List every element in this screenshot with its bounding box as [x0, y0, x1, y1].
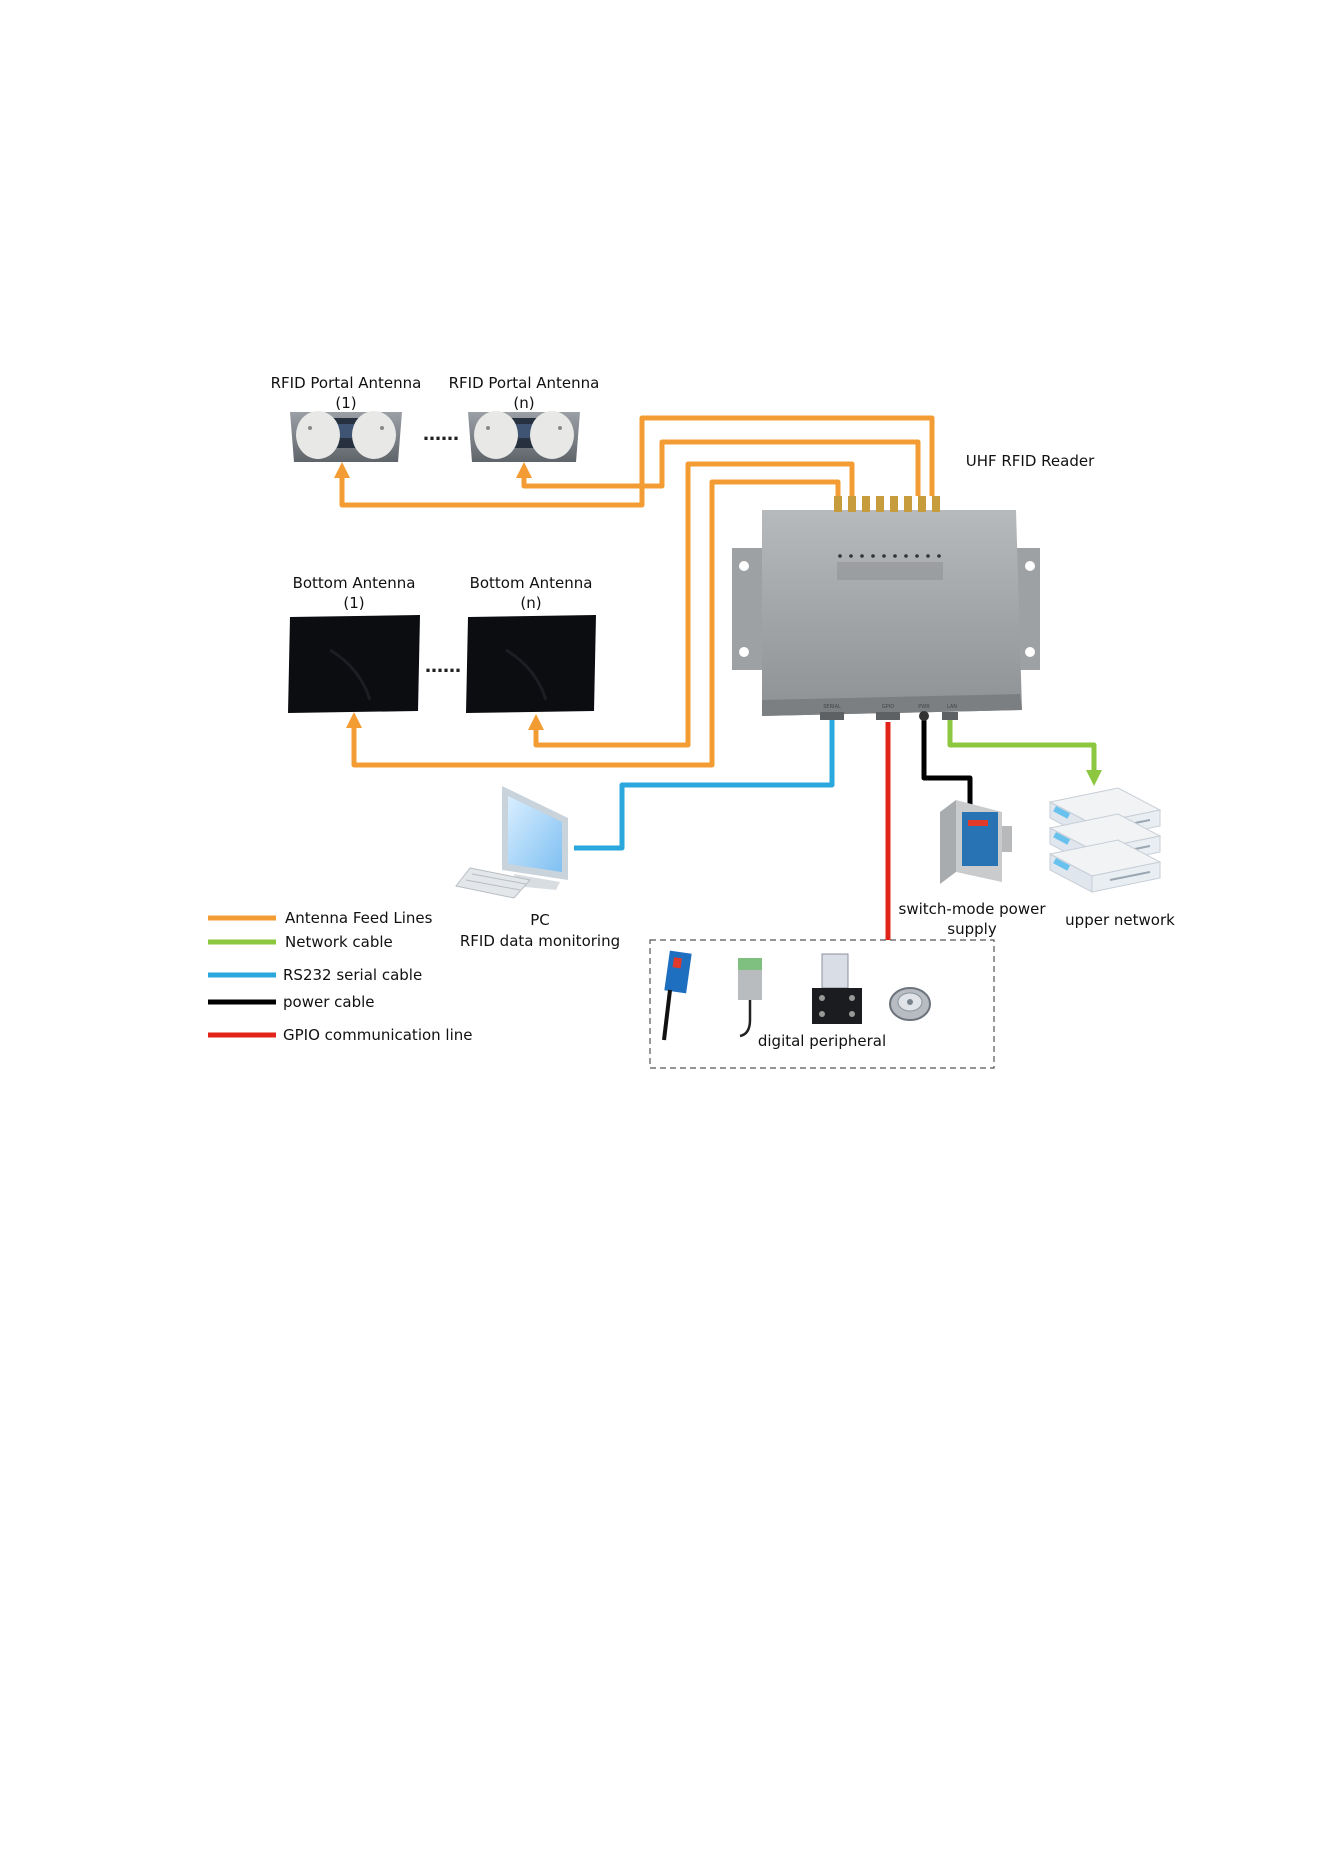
- port-pwr-label: PWR: [918, 704, 930, 710]
- bottom-antenna-1-title: Bottom Antenna: [293, 574, 416, 592]
- bottom-antenna-n-index: (n): [520, 594, 541, 612]
- bottom-antenna-ellipsis: ……: [425, 656, 461, 677]
- port-serial-label: SERIAL: [823, 704, 841, 710]
- bottom-antenna-n-title: Bottom Antenna: [470, 574, 593, 592]
- reader-label: UHF RFID Reader: [966, 452, 1095, 470]
- uhf-rfid-reader: SERIAL GPIO PWR LAN: [732, 496, 1040, 721]
- peripheral-label: digital peripheral: [758, 1032, 886, 1050]
- switch-mode-power-supply-icon: [940, 800, 1012, 884]
- photoelectric-sensor-icon: [664, 951, 692, 1040]
- pc-computer-icon: [456, 786, 568, 898]
- bottom-antenna-1-image: [288, 615, 420, 713]
- lan-port: [942, 712, 958, 720]
- svg-text:RS232 serial cable: RS232 serial cable: [283, 966, 422, 984]
- push-button-switch-icon: [890, 988, 930, 1020]
- proximity-sensor-icon: [738, 958, 762, 1036]
- portal-antenna-n-title: RFID Portal Antenna: [449, 374, 600, 392]
- pc-sublabel: RFID data monitoring: [460, 932, 620, 950]
- port-gpio-label: GPIO: [882, 704, 894, 710]
- svg-text:GPIO communication line: GPIO communication line: [283, 1026, 473, 1044]
- svg-text:power cable: power cable: [283, 993, 375, 1011]
- psu-label: switch-mode power: [899, 900, 1047, 918]
- svg-text:Antenna Feed Lines: Antenna Feed Lines: [285, 909, 433, 927]
- portal-antenna-n-image: [468, 411, 580, 462]
- bottom-antenna-1-index: (1): [343, 594, 364, 612]
- svg-text:Network cable: Network cable: [285, 933, 393, 951]
- power-cable: [924, 718, 970, 810]
- psu-sublabel: supply: [947, 920, 997, 938]
- relay-module-icon: [812, 954, 862, 1024]
- network-label: upper network: [1065, 911, 1175, 929]
- server-stack-icon: [1050, 788, 1160, 892]
- portal-antenna-ellipsis: ……: [423, 424, 459, 445]
- gpio-port: [876, 712, 900, 720]
- portal-antenna-1: RFID Portal Antenna (1): [271, 374, 422, 462]
- serial-port: [820, 712, 844, 720]
- portal-antenna-1-title: RFID Portal Antenna: [271, 374, 422, 392]
- rs232-serial-cable: [574, 720, 832, 848]
- network-cable: [950, 718, 1094, 778]
- bottom-antenna-n: Bottom Antenna (n): [466, 574, 596, 713]
- legend-item-network-cable: Network cable: [208, 933, 393, 951]
- legend-item-rs232-serial-cable: RS232 serial cable: [208, 966, 422, 984]
- antenna-connectors: [834, 496, 940, 512]
- legend-item-antenna-feed: Antenna Feed Lines: [208, 909, 433, 927]
- bottom-antenna-1: Bottom Antenna (1): [288, 574, 420, 713]
- bottom-antenna-n-image: [466, 615, 596, 713]
- legend-item-gpio-line: GPIO communication line: [208, 1026, 473, 1044]
- power-port: [919, 711, 929, 721]
- port-lan-label: LAN: [947, 704, 957, 710]
- legend: Antenna Feed Lines Network cable RS232 s…: [208, 909, 473, 1044]
- portal-antenna-n-index: (n): [513, 394, 534, 412]
- portal-antenna-1-image: [290, 411, 402, 462]
- portal-antenna-1-index: (1): [335, 394, 356, 412]
- portal-antenna-n: RFID Portal Antenna (n): [449, 374, 600, 462]
- pc-label: PC: [530, 911, 550, 929]
- legend-item-power-cable: power cable: [208, 993, 375, 1011]
